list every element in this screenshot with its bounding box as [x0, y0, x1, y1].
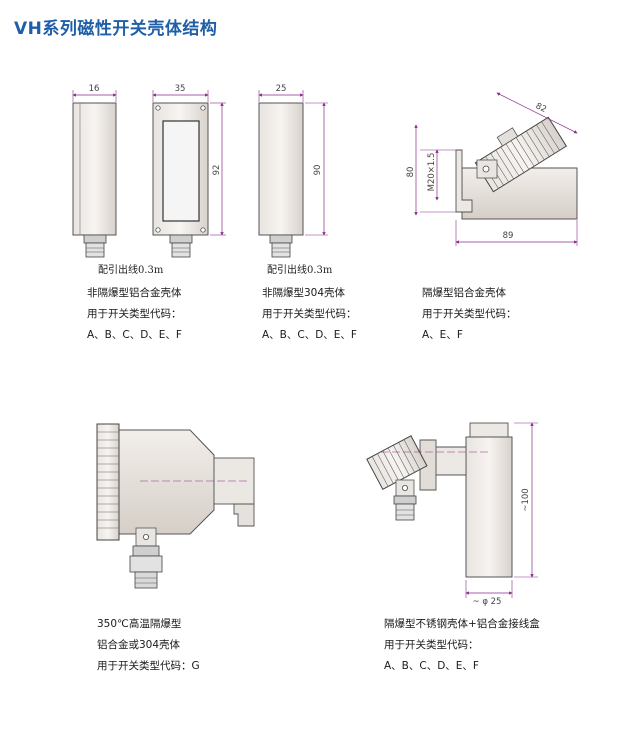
caption-2-line-3: A、B、C、D、E、F — [262, 329, 357, 341]
drawing-1: 16 — [72, 84, 117, 258]
dim-16: 16 — [89, 84, 100, 94]
drawing-6: ~100 ~ φ 25 — [366, 422, 538, 607]
caption-5-line-2: 用于开关类型代码： — [384, 639, 479, 651]
page-title: VH系列磁性开关壳体结构 — [14, 19, 218, 39]
caption-1-line-3: A、B、C、D、E、F — [87, 329, 182, 341]
caption-1-line-1: 非隔爆型铝合金壳体 — [87, 287, 182, 299]
drawing-2: 35 92 — [152, 84, 226, 258]
caption-3: 隔爆型铝合金壳体 用于开关类型代码： A、E、F — [422, 283, 517, 346]
wire-note-2: 配引出线0.3m — [267, 265, 333, 276]
dim-89: 89 — [503, 231, 514, 241]
drawing-4: 80 M20×1.5 89 82 — [406, 92, 578, 246]
caption-2-line-2: 用于开关类型代码： — [262, 308, 357, 320]
dim-phi25: ~ φ 25 — [473, 597, 502, 607]
caption-4-line-2: 铝合金或304壳体 — [97, 639, 181, 651]
caption-4-line-1: 350℃高温隔爆型 — [97, 618, 182, 630]
caption-3-line-2: 用于开关类型代码： — [422, 308, 517, 320]
caption-3-line-3: A、E、F — [422, 329, 463, 341]
drawing-5 — [96, 423, 255, 589]
dim-92: 92 — [212, 165, 222, 176]
caption-2: 非隔爆型304壳体 用于开关类型代码： A、B、C、D、E、F — [262, 283, 357, 346]
dim-82: 82 — [534, 101, 548, 115]
caption-2-line-1: 非隔爆型304壳体 — [262, 287, 346, 299]
dim-90: 90 — [313, 165, 323, 176]
caption-3-line-1: 隔爆型铝合金壳体 — [422, 287, 506, 299]
dim-m20: M20×1.5 — [427, 153, 437, 192]
caption-5: 隔爆型不锈钢壳体+铝合金接线盒 用于开关类型代码： A、B、C、D、E、F — [384, 614, 540, 677]
dim-25: 25 — [276, 84, 287, 94]
caption-5-line-3: A、B、C、D、E、F — [384, 660, 479, 672]
caption-1: 非隔爆型铝合金壳体 用于开关类型代码： A、B、C、D、E、F — [87, 283, 182, 346]
dim-35: 35 — [175, 84, 186, 94]
caption-4: 350℃高温隔爆型 铝合金或304壳体 用于开关类型代码：G — [97, 614, 200, 677]
dim-80: 80 — [406, 167, 416, 178]
wire-note-1: 配引出线0.3m — [98, 265, 164, 276]
caption-5-line-1: 隔爆型不锈钢壳体+铝合金接线盒 — [384, 618, 540, 630]
dim-100: ~100 — [521, 488, 531, 511]
caption-1-line-2: 用于开关类型代码： — [87, 308, 182, 320]
drawing-3: 25 90 — [258, 84, 328, 258]
caption-4-line-3: 用于开关类型代码：G — [97, 660, 200, 672]
